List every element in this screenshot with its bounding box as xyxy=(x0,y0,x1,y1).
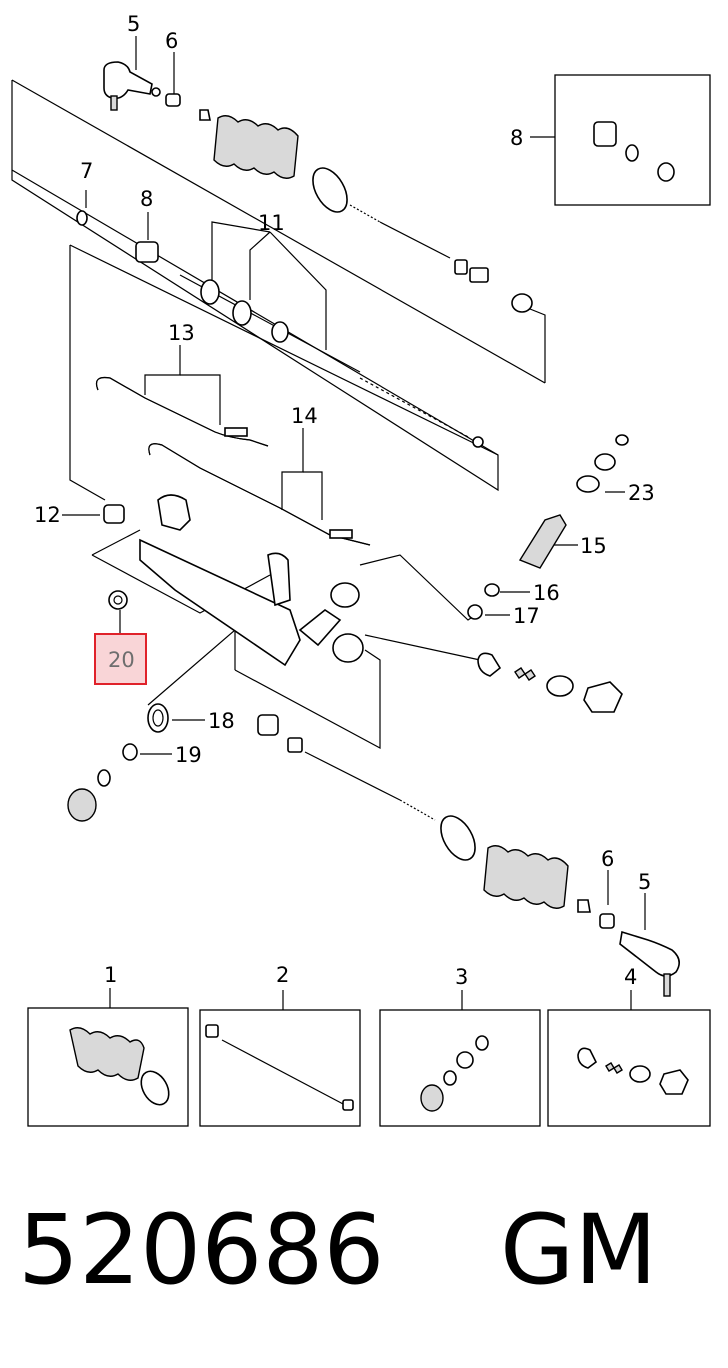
steering-housing xyxy=(139,494,364,667)
upper-nut xyxy=(165,93,181,107)
callout-13[interactable]: 13 xyxy=(168,321,195,345)
callout-20[interactable]: 20 xyxy=(108,648,135,672)
bushing-20 xyxy=(108,590,128,610)
pipe-13 xyxy=(95,376,269,447)
upper-boot xyxy=(199,109,348,213)
callout-4[interactable]: 4 xyxy=(624,965,637,989)
upper-tie-rod-end xyxy=(103,61,161,111)
lower-tie-rod-end xyxy=(619,930,680,997)
pipe-14 xyxy=(148,443,371,546)
upper-inner-tie-rod xyxy=(349,204,533,313)
callout-2[interactable]: 2 xyxy=(276,963,289,987)
callout-6-top[interactable]: 6 xyxy=(165,29,178,53)
steering-rack-exploded-diagram: 5 6 7 8 8 11 13 14 12 23 15 16 17 20 18 … xyxy=(11,12,711,1127)
callout-8[interactable]: 8 xyxy=(140,187,153,211)
pinion-parts xyxy=(467,434,629,620)
callout-11[interactable]: 11 xyxy=(258,211,285,235)
lower-nut xyxy=(599,913,615,929)
part-number: 520686 xyxy=(18,1194,385,1306)
bushing-12 xyxy=(103,504,125,524)
kit-box-3 xyxy=(379,990,541,1127)
callout-8-box[interactable]: 8 xyxy=(510,126,523,150)
part-8-inset-box xyxy=(554,74,711,206)
lower-boot xyxy=(440,815,591,913)
ring-19 xyxy=(122,743,138,761)
callout-1[interactable]: 1 xyxy=(104,963,117,987)
callout-18[interactable]: 18 xyxy=(208,709,235,733)
rack-shaft xyxy=(179,274,484,448)
callout-23[interactable]: 23 xyxy=(628,481,655,505)
callout-5-bottom[interactable]: 5 xyxy=(638,870,651,894)
callout-3[interactable]: 3 xyxy=(455,965,468,989)
rack-guide-parts xyxy=(477,652,623,713)
callout-20-highlight[interactable] xyxy=(94,633,147,685)
kit-box-4 xyxy=(547,990,711,1127)
callout-17[interactable]: 17 xyxy=(513,604,540,628)
part-brand: GM xyxy=(499,1194,658,1306)
callout-16[interactable]: 16 xyxy=(533,581,560,605)
seal-18 xyxy=(147,703,169,733)
callout-15[interactable]: 15 xyxy=(580,534,607,558)
lower-end-parts xyxy=(67,769,111,822)
assembly-frame-lines xyxy=(11,36,555,750)
snap-ring-7 xyxy=(76,210,88,226)
kit-box-2 xyxy=(199,990,361,1127)
callout-brackets xyxy=(62,221,646,930)
bushing-8 xyxy=(135,241,159,263)
kit-box-1 xyxy=(27,988,189,1127)
callout-7[interactable]: 7 xyxy=(80,159,93,183)
callout-12[interactable]: 12 xyxy=(34,503,61,527)
lower-inner-tie-rod xyxy=(257,714,436,821)
callout-5-top[interactable]: 5 xyxy=(127,12,140,36)
part-footer: 520686 GM xyxy=(18,1195,718,1315)
callout-6-bottom[interactable]: 6 xyxy=(601,847,614,871)
callout-labels: 5 6 7 8 8 11 13 14 12 23 15 16 17 20 18 … xyxy=(34,12,655,989)
callout-14[interactable]: 14 xyxy=(291,404,318,428)
callout-19[interactable]: 19 xyxy=(175,743,202,767)
